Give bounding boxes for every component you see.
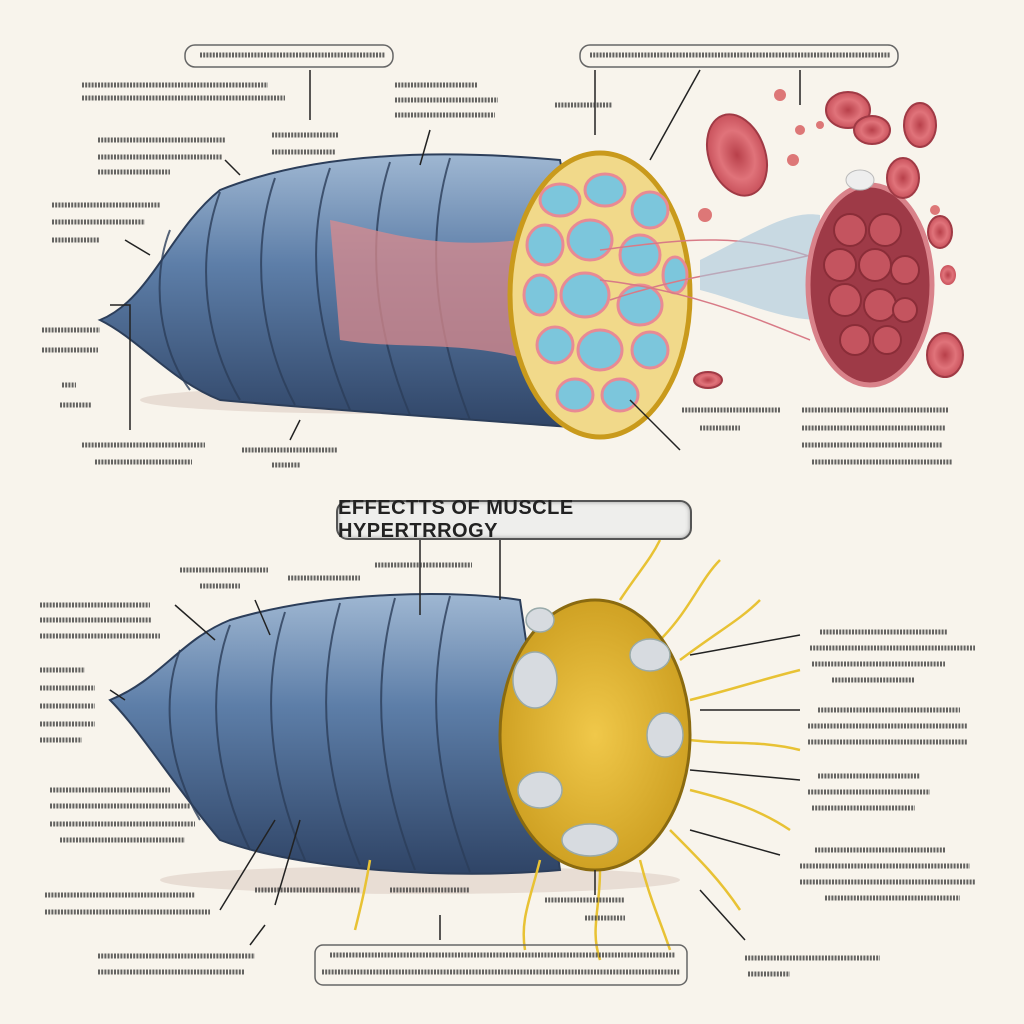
- red-blood-cells: [693, 89, 964, 389]
- label-pills: [184, 44, 899, 986]
- leader-lines: [109, 69, 801, 946]
- fiber-cells: [522, 172, 689, 413]
- diagram-title-banner: EFFECTTS OF MUSCLE HYPERTRROGY: [336, 497, 692, 542]
- diagram-title: EFFECTTS OF MUSCLE HYPERTRROGY: [338, 497, 574, 542]
- illegible-labels: [40, 52, 975, 977]
- bottom-muscle: [108, 539, 801, 961]
- top-muscle: [97, 89, 964, 440]
- yellow-rays: [353, 539, 801, 961]
- fat-deposits: [512, 607, 684, 857]
